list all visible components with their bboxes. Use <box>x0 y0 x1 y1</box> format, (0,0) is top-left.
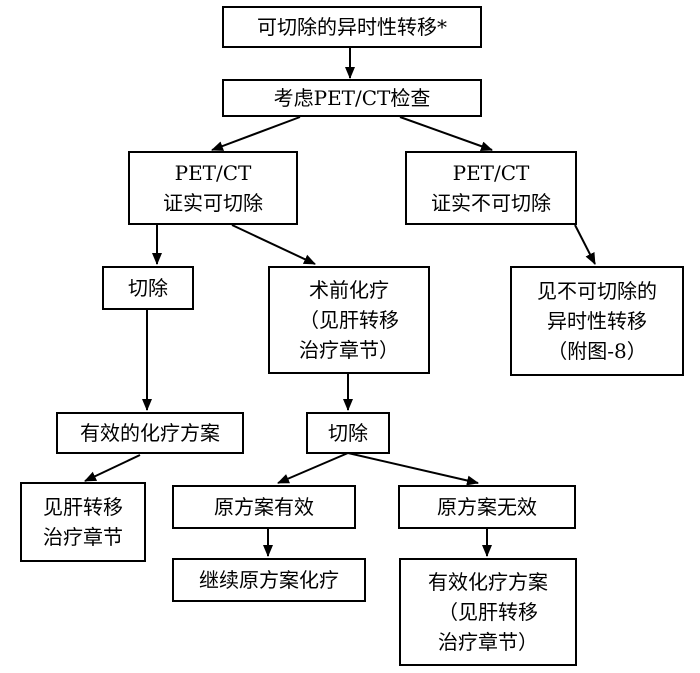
node-petct-resectable-line-1: PET/CT <box>174 161 252 185</box>
node-petct-unresectable-line-2: 证实不可切除 <box>431 191 551 215</box>
node-original-effective: 原方案有效 <box>172 485 356 529</box>
node-continue-original-line-1: 继续原方案化疗 <box>199 568 339 592</box>
node-continue-original: 继续原方案化疗 <box>172 558 366 602</box>
node-see-liver-1-line-1: 见肝转移 <box>43 495 123 519</box>
node-neoadjuvant: 术前化疗 （见肝转移 治疗章节） <box>268 266 430 374</box>
node-neoadjuvant-line-2: （见肝转移 <box>299 308 399 332</box>
node-petct-unresectable: PET/CT 证实不可切除 <box>405 151 577 225</box>
node-effective-regimen-2: 有效化疗方案 （见肝转移 治疗章节） <box>399 558 577 666</box>
node-see-liver-1: 见肝转移 治疗章节 <box>20 482 146 562</box>
node-neoadjuvant-line-3: 治疗章节） <box>299 338 399 362</box>
node-petct-check: 考虑PET/CT检查 <box>222 79 482 117</box>
node-resect-2: 切除 <box>306 412 390 454</box>
node-original-ineffective-line-1: 原方案无效 <box>437 495 537 519</box>
arrow-resect-to-original-effective <box>277 452 349 484</box>
node-original-ineffective: 原方案无效 <box>398 485 576 529</box>
node-see-unresectable: 见不可切除的 异时性转移 （附图-8） <box>510 266 684 376</box>
node-petct-check-line-1: 考虑PET/CT检查 <box>273 86 431 110</box>
node-effective-regimen: 有效的化疗方案 <box>56 412 244 454</box>
arrow-resectable-to-neoadjuvant <box>231 224 316 265</box>
node-petct-unresectable-line-1: PET/CT <box>452 161 530 185</box>
arrow-effective-regimen-to-see-liver <box>84 454 141 482</box>
node-start: 可切除的异时性转移* <box>222 6 482 48</box>
node-effective-regimen-2-line-3: 治疗章节） <box>438 630 538 654</box>
arrow-unresectable-to-see-unresectable <box>574 224 596 265</box>
arrow-petct-check-to-unresectable <box>399 116 493 151</box>
node-effective-regimen-2-line-2: （见肝转移 <box>438 600 538 624</box>
node-resect-1: 切除 <box>102 266 194 310</box>
arrow-resect-to-original-ineffective <box>347 452 479 486</box>
node-start-line-1: 可切除的异时性转移* <box>257 15 447 39</box>
node-petct-resectable: PET/CT 证实可切除 <box>128 151 298 225</box>
node-see-unresectable-line-1: 见不可切除的 <box>537 279 657 303</box>
node-resect-2-line-1: 切除 <box>328 421 368 445</box>
node-petct-resectable-line-2: 证实可切除 <box>163 191 263 215</box>
node-effective-regimen-2-line-1: 有效化疗方案 <box>428 570 548 594</box>
arrow-petct-check-to-resectable <box>211 116 301 151</box>
node-see-unresectable-line-2: 异时性转移 <box>547 309 647 333</box>
node-see-liver-1-line-2: 治疗章节 <box>43 525 123 549</box>
node-original-effective-line-1: 原方案有效 <box>214 495 314 519</box>
node-neoadjuvant-line-1: 术前化疗 <box>309 278 389 302</box>
node-resect-1-line-1: 切除 <box>128 276 168 300</box>
node-see-unresectable-line-3: （附图-8） <box>547 339 647 363</box>
node-effective-regimen-line-1: 有效的化疗方案 <box>80 421 220 445</box>
